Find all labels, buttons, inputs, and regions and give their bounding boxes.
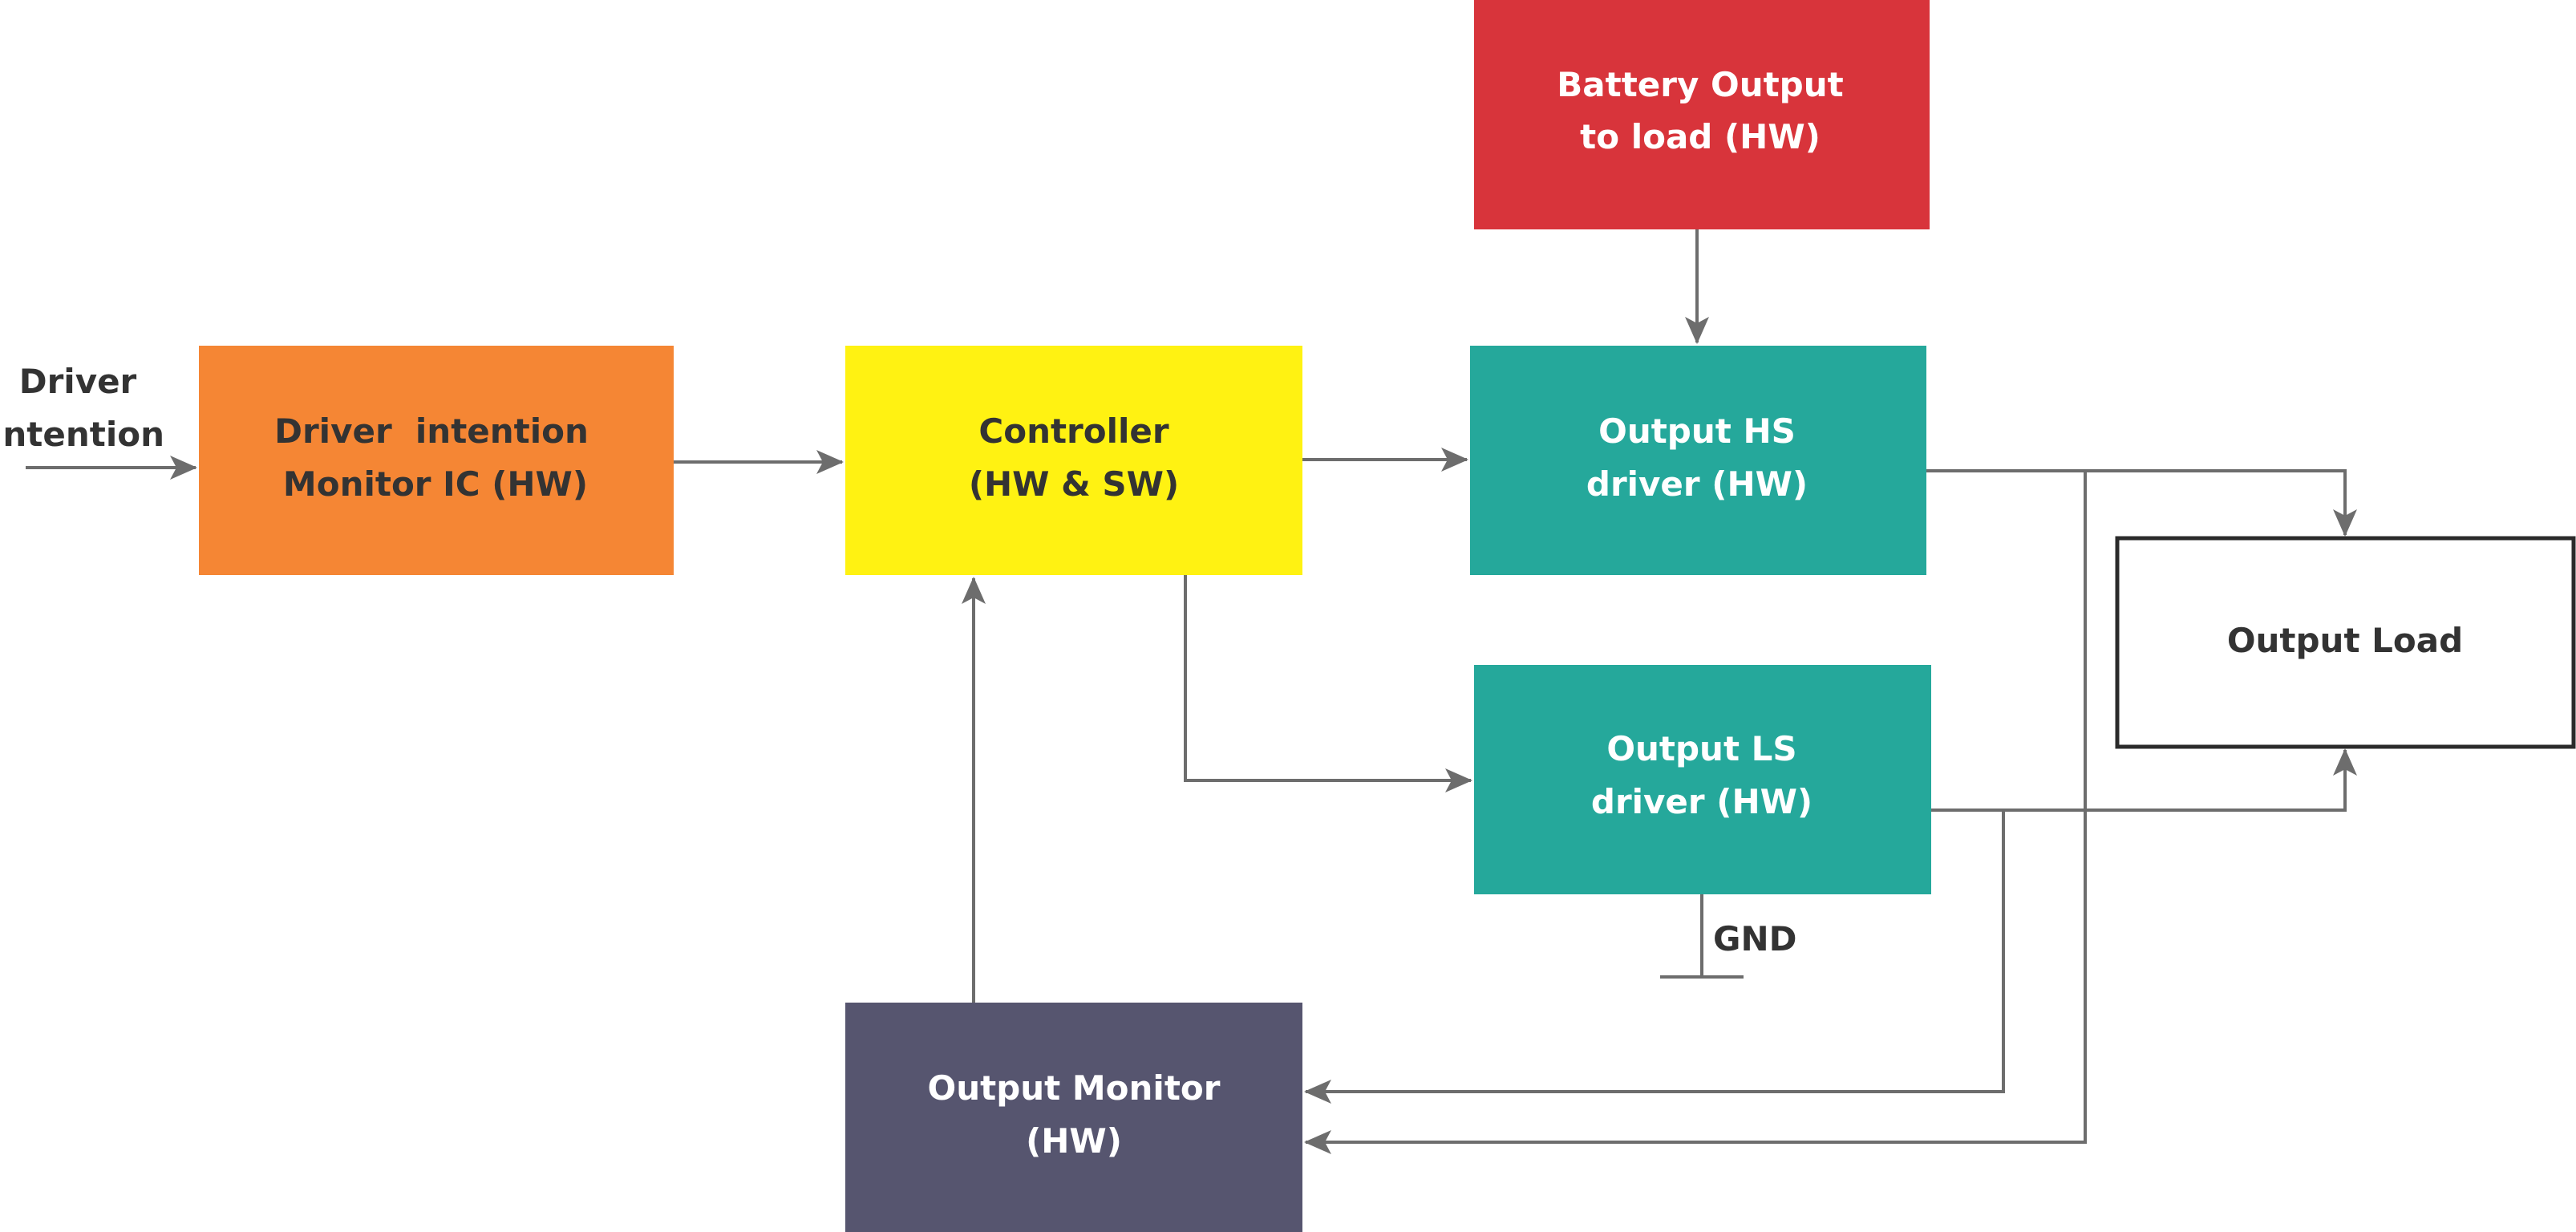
output-hs-driver-line1: Output HS	[1598, 411, 1796, 451]
ground-symbol	[1660, 894, 1744, 979]
output-ls-driver-line1: Output LS	[1606, 729, 1796, 768]
arrow-hs-driver-to-load	[1926, 469, 2357, 537]
output-monitor-line1: Output Monitor	[928, 1068, 1221, 1108]
battery-output-box	[1474, 0, 1930, 229]
battery-output-line1: Battery Output	[1557, 65, 1843, 104]
output-ls-driver-line2: driver (HW)	[1591, 782, 1813, 821]
output-hs-driver-block: Output HS driver (HW)	[1470, 346, 1926, 575]
output-ls-driver-block: Output LS driver (HW)	[1474, 665, 1931, 894]
output-hs-driver-box	[1470, 346, 1926, 575]
output-hs-driver-line2: driver (HW)	[1586, 464, 1808, 504]
controller-line2: (HW & SW)	[969, 464, 1179, 504]
output-load-box	[2115, 536, 2576, 749]
driver-intention-monitor-line1: Driver intention	[274, 411, 589, 451]
battery-output-block: Battery Output to load (HW)	[1474, 0, 1930, 229]
arrow-ls-feedback-to-monitor	[1304, 810, 2005, 1104]
controller-block: Controller (HW & SW)	[845, 346, 1302, 575]
output-monitor-line2: (HW)	[1026, 1121, 1122, 1161]
battery-output-line2: to load (HW)	[1580, 117, 1821, 156]
output-load-block: Output Load	[2115, 536, 2576, 749]
arrow-controller-to-ls-driver	[1184, 575, 1472, 792]
arrow-ls-driver-to-load	[1931, 748, 2357, 812]
driver-intention-monitor-block: Driver intention Monitor IC (HW)	[199, 346, 674, 575]
driver-intention-monitor-box	[199, 346, 674, 575]
driver-intention-input-label-line2: intention	[0, 415, 164, 454]
output-monitor-box	[845, 1003, 1302, 1232]
gnd-label: GND	[1713, 919, 1797, 958]
output-load-label: Output Load	[2227, 621, 2463, 660]
arrow-hs-feedback-to-monitor	[1304, 471, 2087, 1154]
output-monitor-block: Output Monitor (HW)	[845, 1003, 1302, 1232]
driver-intention-monitor-line2: Monitor IC (HW)	[283, 464, 588, 504]
controller-box	[845, 346, 1302, 575]
driver-intention-input-label-line1: Driver	[19, 362, 137, 401]
controller-line1: Controller	[978, 411, 1169, 451]
output-ls-driver-box	[1474, 665, 1931, 894]
